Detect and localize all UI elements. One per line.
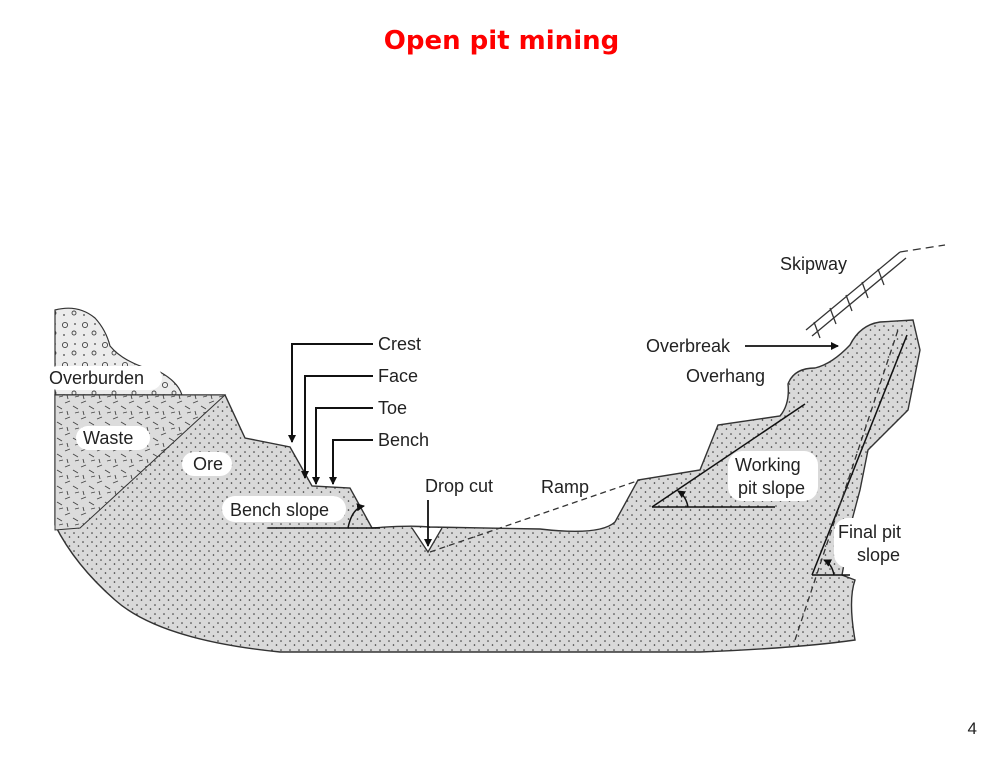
waste-label: Waste: [83, 428, 133, 448]
final-slope-line: [811, 334, 908, 576]
working-pit-slope-label-line2: pit slope: [738, 478, 805, 498]
bench-leaders: [288, 343, 373, 485]
skipway-label: Skipway: [780, 254, 847, 274]
working-slope-angle: [677, 490, 689, 508]
bench-label: Bench: [378, 430, 429, 450]
bench-slope-label: Bench slope: [230, 500, 329, 520]
waste-label-bg: [76, 426, 150, 450]
ore-label: Ore: [193, 454, 223, 474]
working-pit-slope-label-line1: Working: [735, 455, 801, 475]
overbreak-label: Overbreak: [646, 336, 731, 356]
bench-slope-angle: [347, 503, 365, 529]
final-pit-slope-label-line1: Final pit: [838, 522, 901, 542]
skipway-track: [805, 244, 946, 339]
working-label-bg: [728, 451, 818, 501]
ore-label-bg: [182, 452, 232, 476]
final-slope-angle: [823, 559, 835, 576]
toe-label: Toe: [378, 398, 407, 418]
drop-cut-label: Drop cut: [425, 476, 493, 496]
crest-label: Crest: [378, 334, 421, 354]
overburden-label: Overburden: [49, 368, 144, 388]
final-label-bg: [834, 518, 918, 568]
ramp-label: Ramp: [541, 477, 589, 497]
bench-slope-label-bg: [222, 496, 346, 522]
face-label: Face: [378, 366, 418, 386]
page-number: 4: [967, 719, 977, 738]
pit-ground: [54, 319, 921, 653]
working-slope-line: [651, 403, 806, 508]
ramp-line: [429, 479, 641, 553]
final-pit-slope-label-line2: slope: [857, 545, 900, 565]
overburden-label-bg: [46, 366, 162, 390]
overhang-label: Overhang: [686, 366, 765, 386]
slide-title: Open pit mining: [383, 26, 620, 56]
final-slope-dashed: [794, 329, 899, 641]
